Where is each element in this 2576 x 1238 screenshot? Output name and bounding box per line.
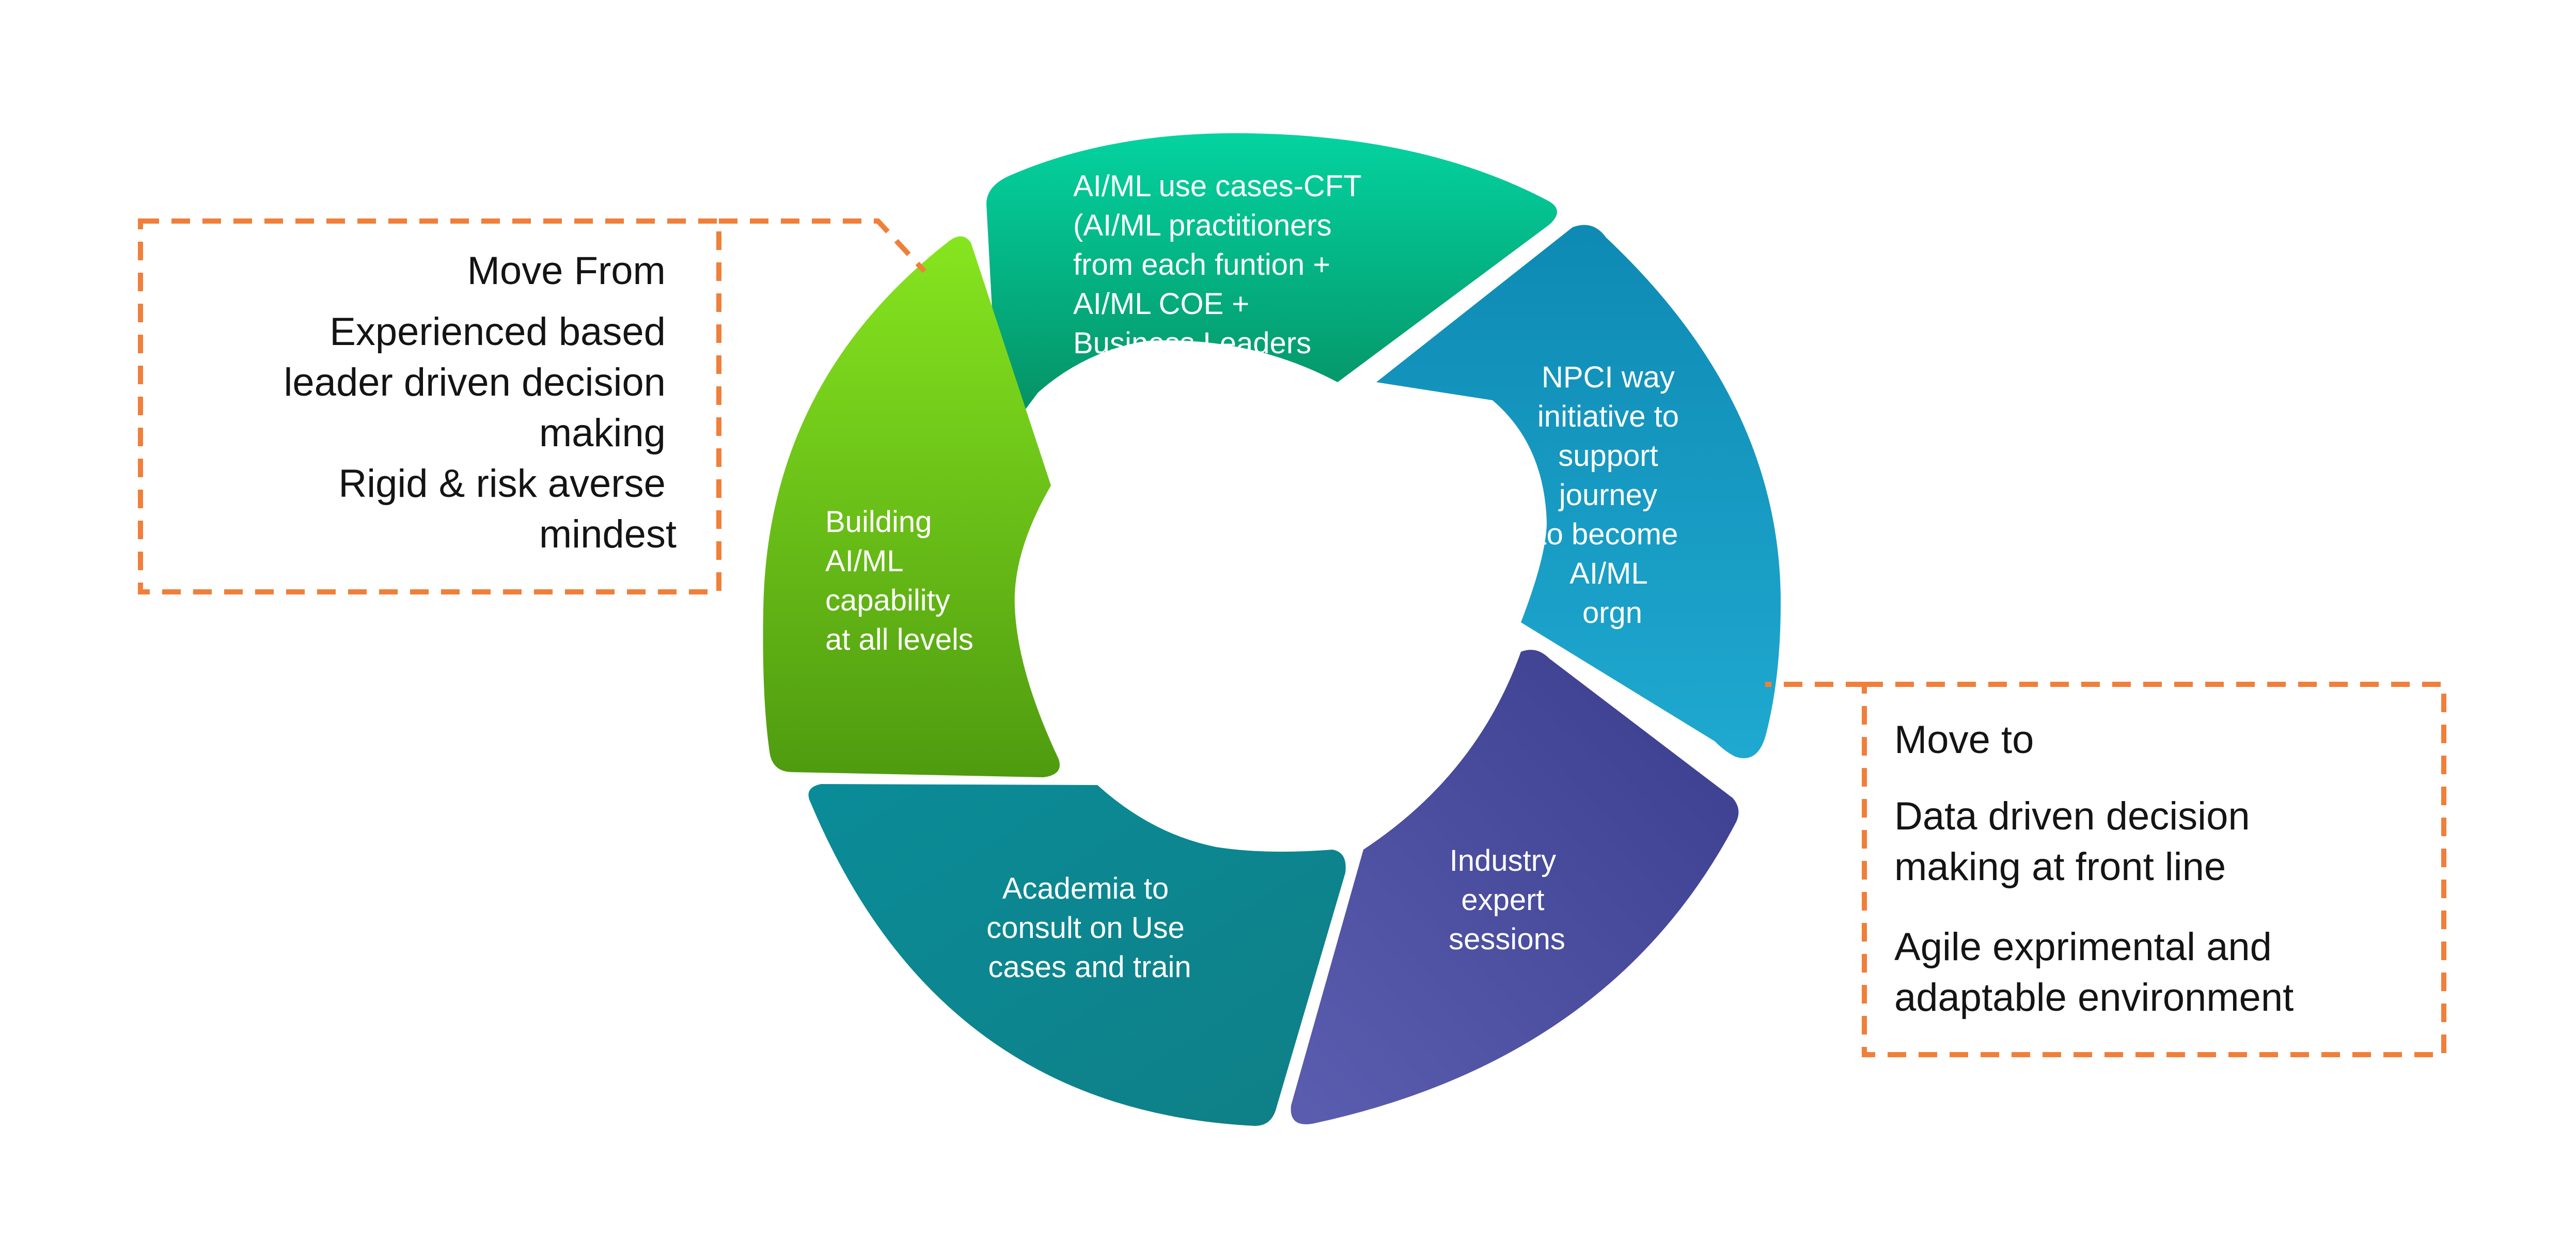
segment-use-cases: [986, 133, 1557, 445]
segment-industry-text: Industry expert sessions: [1449, 844, 1565, 956]
segment-academia-text: Academia to consult on Use cases and tra…: [986, 872, 1193, 984]
segment-npci-way-text: NPCI way initiative to support journey t…: [1537, 361, 1687, 630]
segment-npci-way: [1376, 225, 1781, 758]
move-to-box: [1862, 682, 2446, 1057]
move-to-heading: Move to: [1894, 718, 2034, 762]
move-from-heading: Move From: [467, 249, 666, 293]
move-to-text: Move to Data driven decision making at f…: [1894, 718, 2294, 1020]
move-from-callout: Move From Experienced based leader drive…: [138, 218, 926, 594]
segment-use-cases-text: AI/ML use cases-CFT (AI/ML practitioners…: [1073, 169, 1370, 360]
cycle-ring: [763, 133, 1781, 1126]
segment-building: [763, 236, 1060, 778]
move-from-text: Move From Experienced based leader drive…: [284, 249, 677, 556]
move-to-callout: Move to Data driven decision making at f…: [1765, 682, 2446, 1057]
move-from-box: [138, 218, 721, 594]
segment-building-text: Building AI/ML capability at all levels: [825, 505, 973, 656]
segment-academia: [808, 784, 1346, 1126]
segment-industry: [1291, 650, 1739, 1124]
move-from-connector: [719, 218, 926, 273]
